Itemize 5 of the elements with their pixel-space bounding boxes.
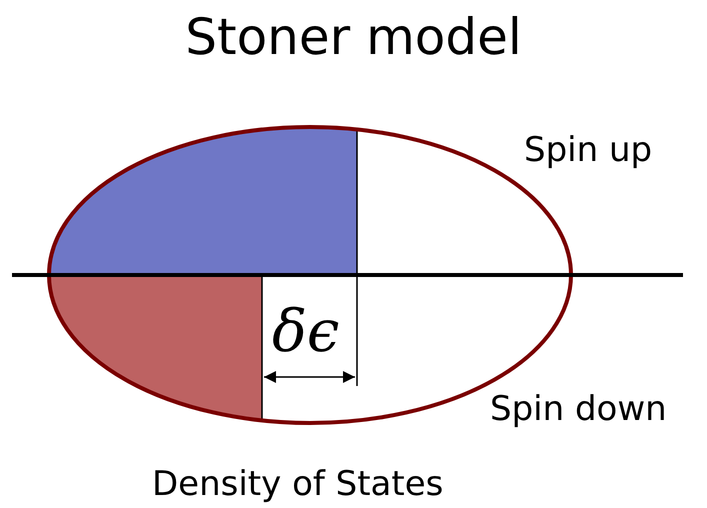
label: Spin up bbox=[524, 133, 652, 167]
dimension-label: δϵ bbox=[272, 302, 340, 360]
axis-label: Density of States bbox=[152, 467, 444, 501]
label: Spin down bbox=[490, 392, 667, 426]
title: Stoner model bbox=[184, 12, 523, 62]
